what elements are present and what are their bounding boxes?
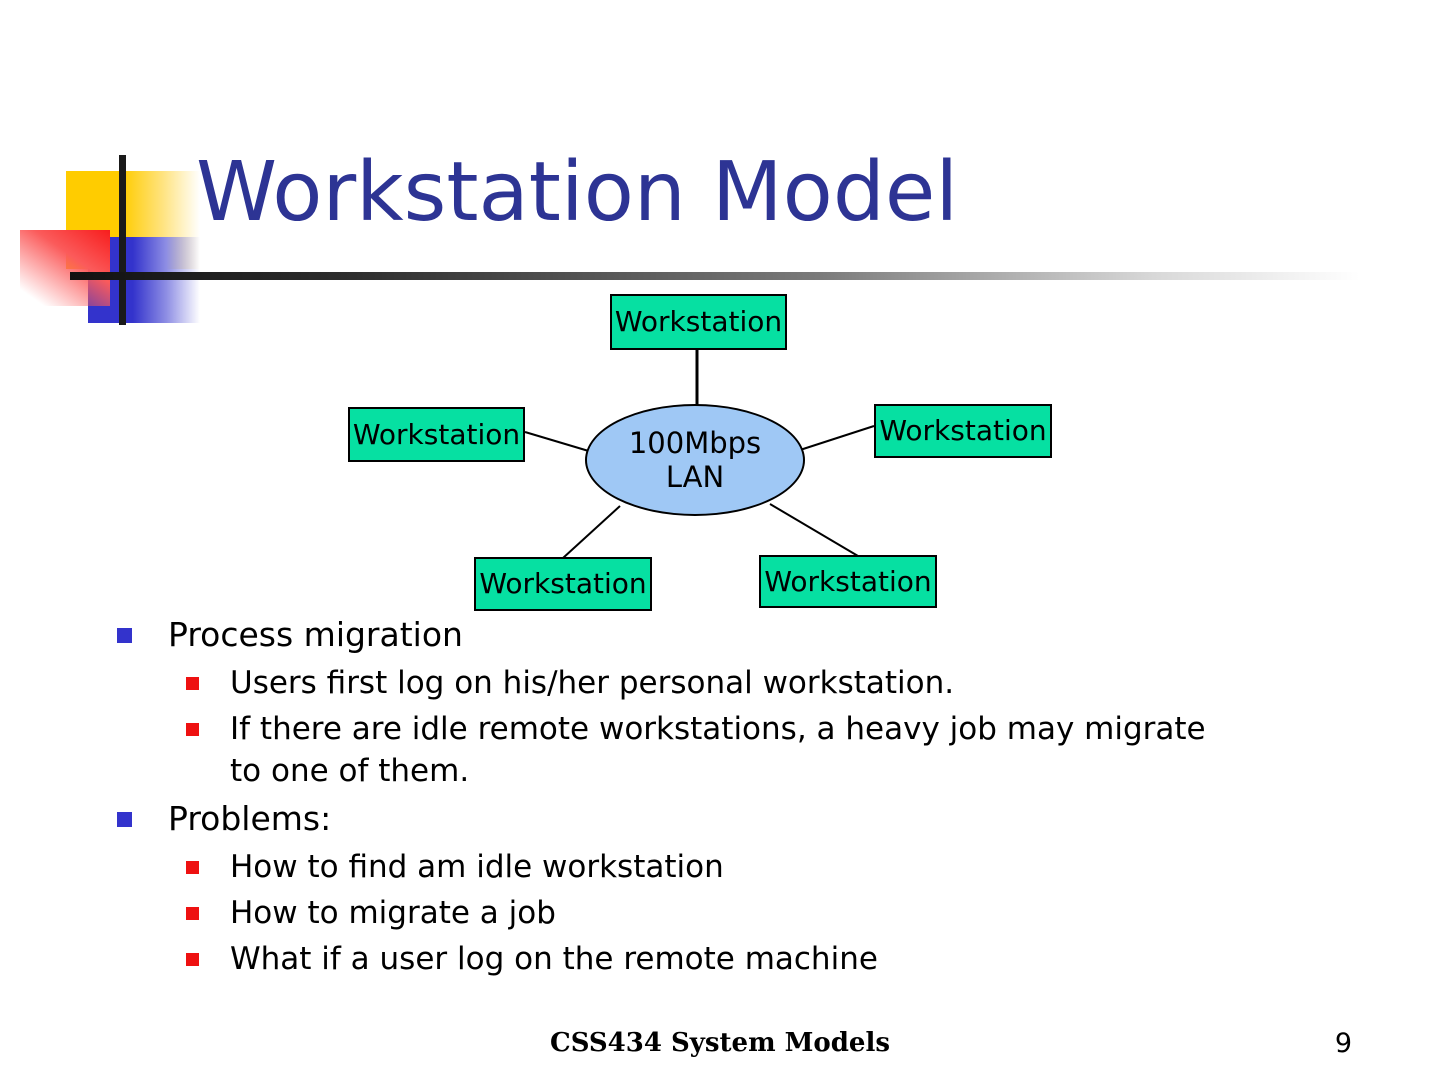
slide-footer: CSS434 System Models 9 bbox=[0, 1028, 1440, 1068]
node-label: Workstation bbox=[879, 414, 1047, 447]
page-title: Workstation Model bbox=[196, 145, 959, 240]
node-workstation-right: Workstation bbox=[874, 404, 1052, 458]
list-item-text: Users first log on his/her personal work… bbox=[230, 664, 955, 701]
list-item: Problems: bbox=[0, 796, 1440, 843]
lan-speed-text: 100Mbps bbox=[628, 425, 762, 460]
node-workstation-left: Workstation bbox=[348, 407, 525, 462]
lan-name-text: LAN bbox=[665, 460, 725, 494]
list-item: How to find am idle workstation bbox=[0, 846, 1440, 889]
list-item: How to migrate a job bbox=[0, 892, 1440, 935]
bullet-square-icon bbox=[186, 906, 199, 920]
list-item-text: How to find am idle workstation bbox=[230, 849, 724, 886]
diagram-connector-lines bbox=[524, 350, 875, 559]
list-item-text: Problems: bbox=[168, 799, 332, 839]
list-item: What if a user log on the remote machine bbox=[0, 938, 1440, 981]
content-bullet-list: Process migration Users first log on his… bbox=[0, 612, 1440, 983]
node-label: Workstation bbox=[352, 417, 521, 451]
list-item: If there are idle remote workstations, a… bbox=[0, 708, 1440, 794]
bullet-square-icon bbox=[186, 676, 199, 690]
bullet-square-icon bbox=[186, 861, 199, 875]
list-item-text: What if a user log on the remote machine bbox=[230, 940, 878, 977]
title-divider-rule bbox=[70, 272, 1360, 280]
list-item-text: If there are idle remote workstations, a… bbox=[230, 710, 1206, 790]
node-workstation-bottom-right: Workstation bbox=[759, 555, 937, 608]
network-diagram: Workstation Workstation Workstation Work… bbox=[348, 294, 1052, 611]
node-workstation-top: Workstation bbox=[610, 294, 787, 350]
footer-title: CSS434 System Models bbox=[550, 1028, 890, 1058]
page-number: 9 bbox=[1334, 1028, 1352, 1059]
list-item: Users first log on his/her personal work… bbox=[0, 662, 1440, 705]
list-item: Process migration bbox=[0, 612, 1440, 659]
link-hub-to-ws-bottom-left bbox=[562, 505, 621, 559]
bullet-square-icon bbox=[117, 812, 132, 828]
node-workstation-bottom-left: Workstation bbox=[474, 557, 652, 611]
node-label: Workstation bbox=[614, 305, 783, 338]
bullet-square-icon bbox=[117, 628, 132, 643]
link-hub-to-ws-bottom-right bbox=[769, 503, 859, 557]
bullet-square-icon bbox=[186, 722, 199, 736]
bullet-square-icon bbox=[186, 952, 199, 966]
node-label: Workstation bbox=[764, 564, 932, 598]
list-item-text: How to migrate a job bbox=[230, 894, 556, 931]
link-hub-to-ws-right bbox=[799, 425, 875, 451]
list-item-text: Process migration bbox=[168, 615, 463, 654]
node-label: Workstation bbox=[479, 567, 647, 600]
link-hub-to-ws-left bbox=[524, 431, 593, 453]
